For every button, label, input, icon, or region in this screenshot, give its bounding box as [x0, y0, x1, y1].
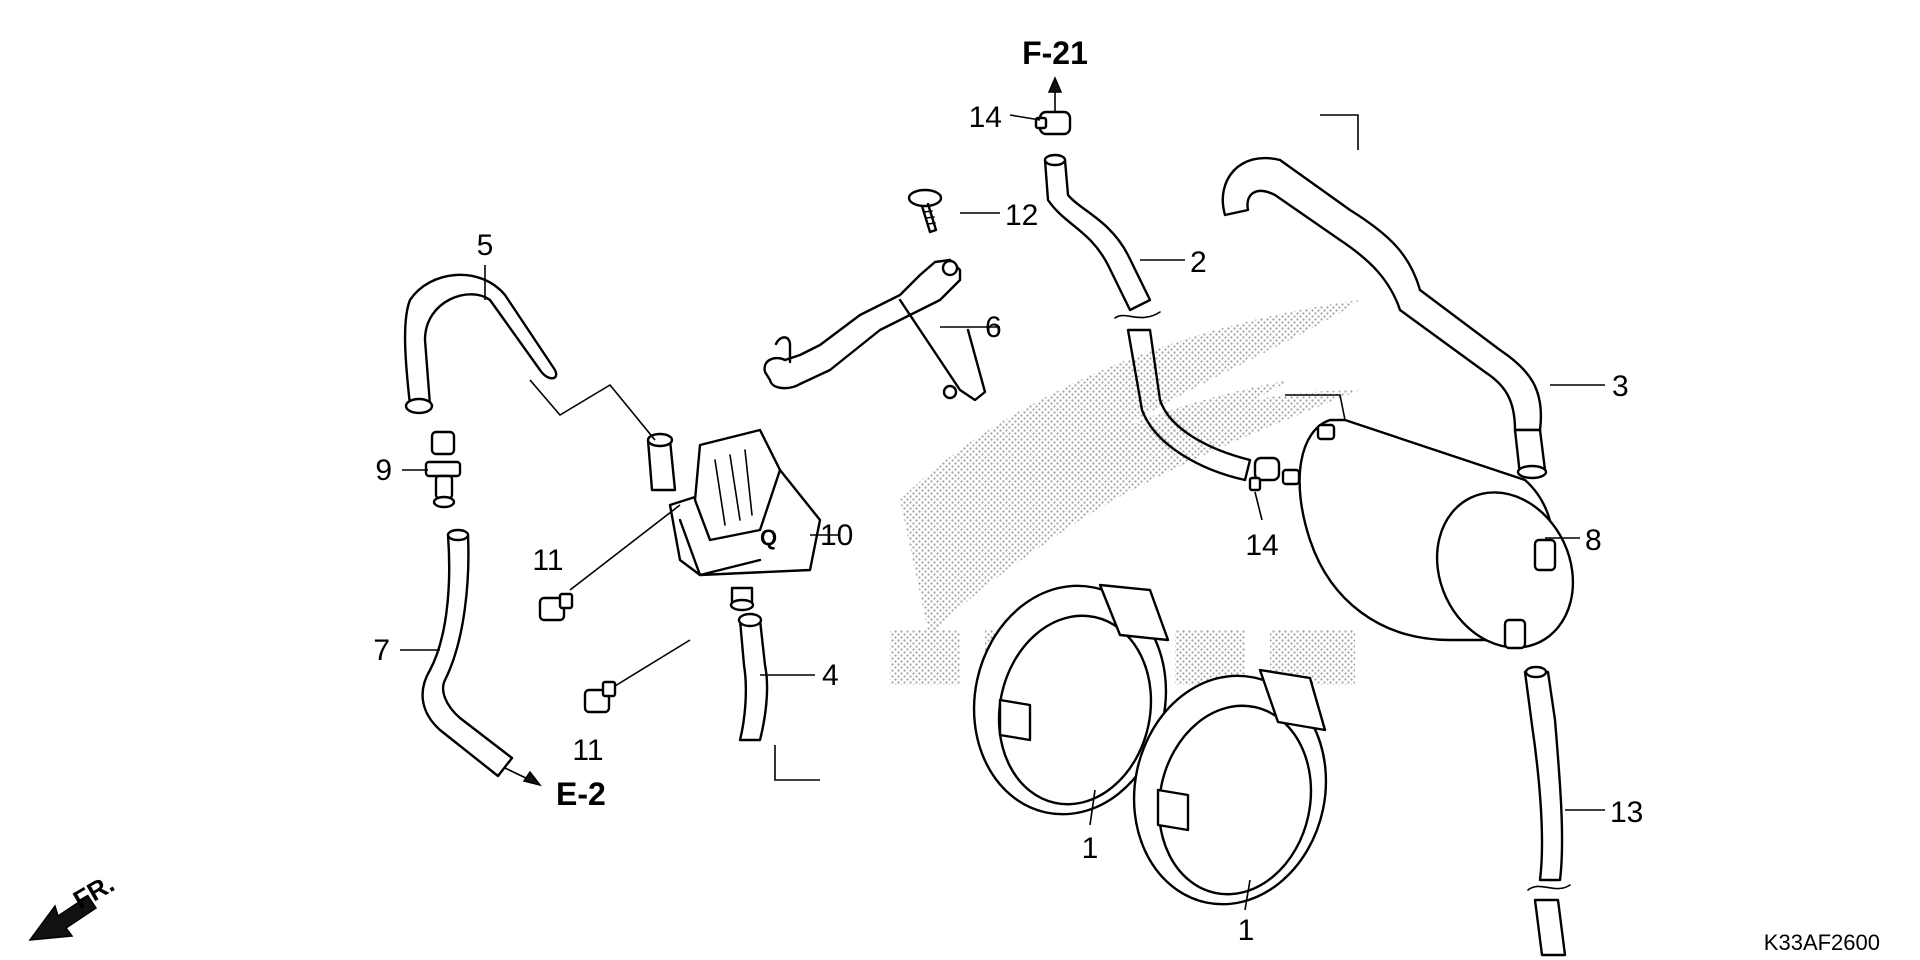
svg-text:Q: Q — [760, 525, 777, 550]
strap-part-1-left — [972, 583, 1170, 816]
screw-part-12 — [907, 188, 943, 234]
callout-1-left: 1 — [1082, 832, 1099, 865]
hose-part-2 — [1043, 153, 1252, 482]
ref-label-e2: E-2 — [556, 776, 606, 812]
clamp-part-14-mid — [1248, 456, 1281, 492]
callout-14-mid: 14 — [1245, 529, 1278, 562]
callout-1-right: 1 — [1238, 914, 1255, 947]
callout-2: 2 — [1190, 246, 1207, 279]
callout-9: 9 — [375, 454, 392, 487]
bolt-part-11-lower — [583, 680, 617, 714]
callout-8: 8 — [1585, 524, 1602, 557]
ref-arrow-f21 — [1047, 76, 1063, 112]
hose-part-3 — [1221, 157, 1548, 480]
clamp-part-14-top — [1034, 110, 1072, 136]
solenoid-valve-part-10: Q — [646, 428, 822, 612]
callout-3: 3 — [1612, 370, 1629, 403]
hose-part-7 — [421, 528, 542, 787]
callout-14-top: 14 — [969, 101, 1002, 134]
callout-4: 4 — [822, 659, 839, 692]
front-direction-arrow — [28, 894, 98, 941]
callout-11-upper: 11 — [532, 544, 563, 577]
fitting-part-9 — [424, 430, 462, 509]
strap-part-1-right — [1132, 668, 1328, 906]
hose-part-4 — [737, 612, 769, 742]
callout-12: 12 — [1005, 199, 1038, 232]
bracket-part-6 — [763, 258, 987, 402]
callout-5: 5 — [477, 229, 494, 262]
leader-lines — [400, 114, 1605, 911]
callout-7: 7 — [373, 634, 390, 667]
callout-11-lower: 11 — [572, 734, 603, 767]
hose-part-5 — [403, 273, 558, 415]
callout-10: 10 — [820, 519, 853, 552]
ref-label-f21: F-21 — [1022, 35, 1088, 71]
callout-6: 6 — [985, 311, 1002, 344]
callout-13: 13 — [1610, 796, 1643, 829]
bolt-part-11-upper — [538, 592, 574, 622]
hose-part-13 — [1523, 665, 1571, 957]
diagram-code: K33AF2600 — [1764, 930, 1880, 955]
